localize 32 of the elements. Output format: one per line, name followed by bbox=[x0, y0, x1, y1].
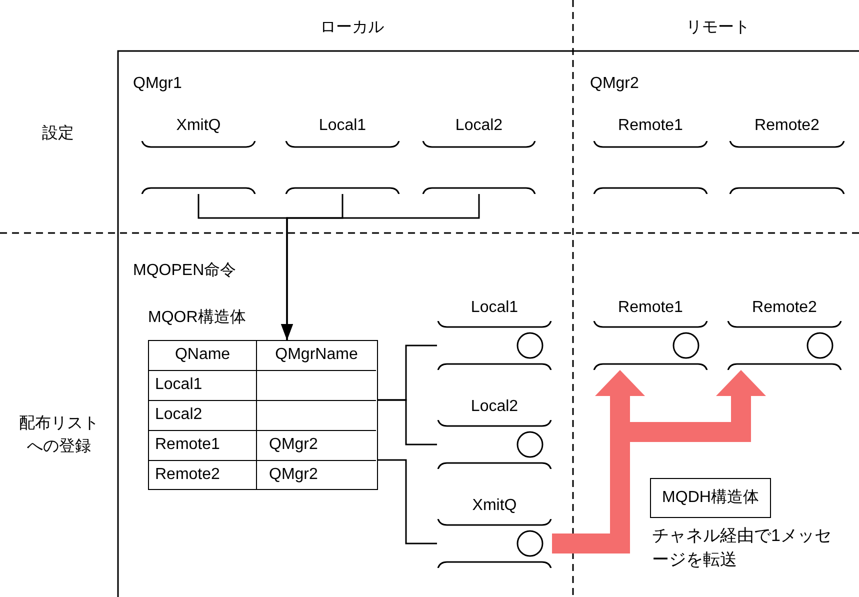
text-label: 設定 bbox=[42, 124, 74, 144]
queue-name: XmitQ bbox=[175, 116, 222, 136]
queue-name: Remote1 bbox=[617, 116, 684, 136]
queue-name: XmitQ bbox=[471, 496, 518, 516]
text-label: QMgr2 bbox=[590, 74, 639, 94]
text-label: MQOPEN命令 bbox=[133, 261, 236, 281]
text-label: 配布リストへの登録 bbox=[18, 414, 100, 457]
connector-line bbox=[378, 459, 437, 544]
connector-line bbox=[378, 399, 437, 446]
text-label: ローカル bbox=[320, 18, 384, 38]
queue-name: Remote2 bbox=[751, 298, 818, 318]
table-cell: Local2 bbox=[149, 400, 257, 430]
queue-name: Remote1 bbox=[617, 298, 684, 318]
queue-name: Local1 bbox=[470, 298, 520, 318]
table-cell: QName bbox=[149, 341, 257, 370]
text-label: リモート bbox=[686, 18, 750, 38]
table-cell: Remote1 bbox=[149, 430, 257, 460]
table-cell: Remote2 bbox=[149, 460, 257, 490]
queue-name: Remote2 bbox=[754, 116, 820, 136]
arrow bbox=[281, 194, 480, 340]
table-cell: Local1 bbox=[149, 370, 257, 400]
data-table bbox=[148, 340, 378, 490]
queue-name: Local2 bbox=[470, 397, 520, 417]
table-cell: QMgr2 bbox=[257, 460, 376, 490]
queue-name: Local1 bbox=[318, 116, 368, 136]
structure-box: MQDH構造体 bbox=[650, 478, 771, 518]
table-heading: MQOR構造体 bbox=[148, 308, 246, 328]
note-text: チャネル経由で1メッセージを転送 bbox=[652, 525, 832, 571]
text-label: QMgr1 bbox=[133, 74, 182, 94]
queue-name: Local2 bbox=[454, 116, 504, 136]
table-cell-text: QMgrName bbox=[274, 345, 359, 366]
table-cell: QMgr2 bbox=[257, 430, 376, 460]
